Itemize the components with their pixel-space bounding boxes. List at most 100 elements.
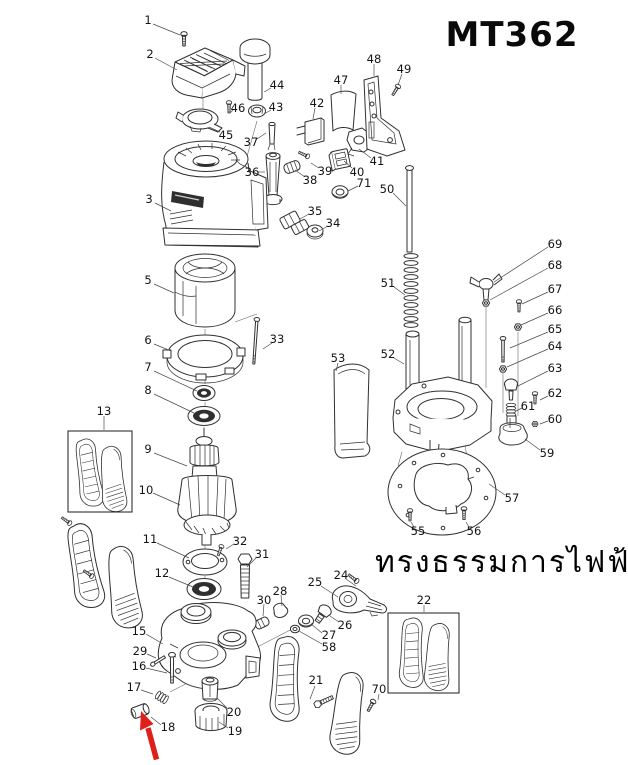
- part-label-39: 39: [318, 164, 333, 178]
- leader-line-69: [493, 246, 549, 283]
- part-label-33: 33: [270, 332, 285, 346]
- leader-line-29: [146, 653, 157, 659]
- part-21-bolt: [312, 693, 335, 710]
- part-60-nut: [531, 420, 539, 428]
- part-64-nut: [498, 365, 508, 373]
- leader-line-12: [168, 576, 194, 588]
- leader-line-68: [489, 267, 549, 301]
- leader-line-5: [153, 283, 175, 294]
- leader-line-40: [343, 160, 353, 169]
- leader-line-58: [298, 630, 323, 645]
- leader-line-64: [506, 348, 549, 368]
- leader-line-31: [246, 557, 257, 568]
- part-16-screw: [168, 651, 176, 684]
- part-25-clamp-lever: [331, 585, 387, 617]
- part-2-top-cover: [171, 47, 246, 99]
- part-69-wing-bolt: [469, 273, 503, 301]
- part-label-28: 28: [273, 584, 288, 598]
- part-label-1: 1: [144, 13, 151, 27]
- part-label-32: 32: [233, 534, 248, 548]
- leader-line-59: [524, 438, 541, 451]
- leader-line-37: [256, 132, 267, 140]
- leader-line-7: [153, 370, 198, 392]
- leader-line-39: [310, 162, 320, 169]
- part-label-57: 57: [505, 491, 520, 505]
- part-52-posts-and-base: [392, 316, 493, 457]
- part-label-48: 48: [367, 52, 382, 66]
- leader-line-30: [262, 603, 265, 617]
- part-label-8: 8: [144, 383, 151, 397]
- group-box-22: [387, 612, 460, 694]
- part-12-bearing: [186, 578, 222, 600]
- leader-line-42: [312, 107, 316, 120]
- leader-line-53: [335, 362, 339, 372]
- part-42-plug: [296, 117, 325, 146]
- part-11-flange-ring: [182, 548, 228, 576]
- part-label-34: 34: [326, 216, 341, 230]
- leader-line-55: [410, 521, 415, 528]
- part-label-24: 24: [334, 568, 349, 582]
- part-30-sleeve: [254, 616, 270, 630]
- part-label-10: 10: [139, 483, 154, 497]
- part-53-chip-guard: [333, 363, 371, 459]
- part-50-guide-rod: [405, 165, 414, 253]
- leader-line-25: [320, 585, 339, 598]
- part-label-67: 67: [548, 282, 563, 296]
- part-label-47: 47: [334, 73, 349, 87]
- part-label-66: 66: [548, 303, 563, 317]
- leader-line-66: [520, 312, 549, 326]
- part-5-stator: [174, 253, 236, 328]
- part-38-sleeve: [283, 160, 301, 174]
- leader-line-71: [347, 185, 359, 192]
- part-45-clamp: [175, 108, 223, 133]
- leader-line-1: [152, 23, 181, 36]
- leader-line-38: [294, 169, 306, 178]
- leader-line-65: [509, 331, 549, 349]
- part-59-stopper-foot: [498, 415, 528, 446]
- leader-line-70: [377, 693, 380, 701]
- part-label-2: 2: [146, 47, 153, 61]
- leader-line-35: [299, 213, 310, 220]
- leader-line-26: [329, 615, 340, 623]
- leader-line-24: [345, 578, 357, 587]
- part-15-base-housing: [157, 602, 262, 690]
- part-67-screw: [515, 299, 523, 313]
- part-label-70: 70: [372, 682, 387, 696]
- part-3-motor-housing: [161, 140, 269, 248]
- part-9-armature-top: [189, 427, 220, 467]
- part-label-26: 26: [338, 618, 353, 632]
- part-label-19: 19: [228, 724, 243, 738]
- leader-line-3: [154, 202, 172, 212]
- leader-line-8: [153, 393, 195, 414]
- part-19-collet-nut: [194, 703, 228, 732]
- leader-line-51: [393, 286, 406, 296]
- part-35-connector: [279, 210, 310, 235]
- leader-line-41: [358, 148, 372, 159]
- leader-line-57: [488, 483, 506, 496]
- part-1-screw: [180, 31, 188, 47]
- left-handle-halves: [59, 515, 144, 630]
- leader-line-11: [156, 542, 190, 559]
- part-label-65: 65: [548, 322, 563, 336]
- part-label-37: 37: [244, 135, 259, 149]
- leader-line-50: [392, 192, 407, 207]
- leader-line-2: [154, 57, 178, 71]
- part-label-31: 31: [255, 547, 270, 561]
- leader-line-33: [262, 342, 273, 350]
- part-10-armature: [177, 465, 237, 546]
- part-18-pin-holder: [130, 703, 150, 719]
- leader-line-43: [263, 109, 272, 115]
- part-label-36: 36: [245, 165, 260, 179]
- part-label-42: 42: [310, 96, 325, 110]
- part-label-17: 17: [127, 680, 142, 694]
- part-7-bearing: [192, 385, 216, 401]
- leader-line-63: [517, 370, 549, 387]
- part-label-3: 3: [145, 192, 152, 206]
- leader-line-56: [465, 521, 470, 528]
- part-label-27: 27: [322, 628, 337, 642]
- part-47-insulation-sheet: [330, 90, 357, 132]
- part-17-spring: [153, 689, 170, 705]
- part-57-base-plate: [387, 448, 497, 536]
- leader-line-44: [263, 87, 272, 93]
- part-22-handle-set: [398, 616, 456, 693]
